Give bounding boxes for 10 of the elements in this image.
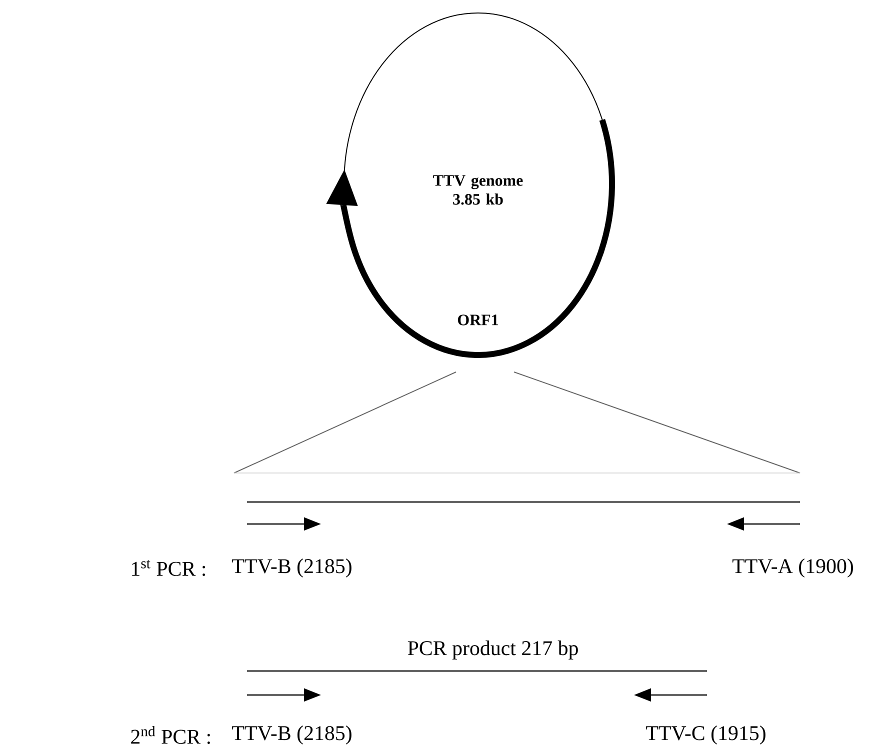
primer-label: TTV-C (1915) xyxy=(646,726,766,744)
primer-label: TTV-B (2185) xyxy=(232,558,352,578)
genome-label: ORF1 xyxy=(458,314,498,326)
pcr-round-label: 1$^{st}$ PCR : xyxy=(132,560,206,576)
genome-circle xyxy=(326,12,615,358)
pcr-round-label: 2$^{nd}$ PCR : xyxy=(131,726,210,744)
product-label: PCR product 217 bp xyxy=(408,640,578,660)
primer-label: TTV-B (2185) xyxy=(232,726,352,744)
primer-label: TTV-A (1900) xyxy=(732,558,853,578)
genome-label: TTV genome 3.85 kb xyxy=(433,175,523,205)
